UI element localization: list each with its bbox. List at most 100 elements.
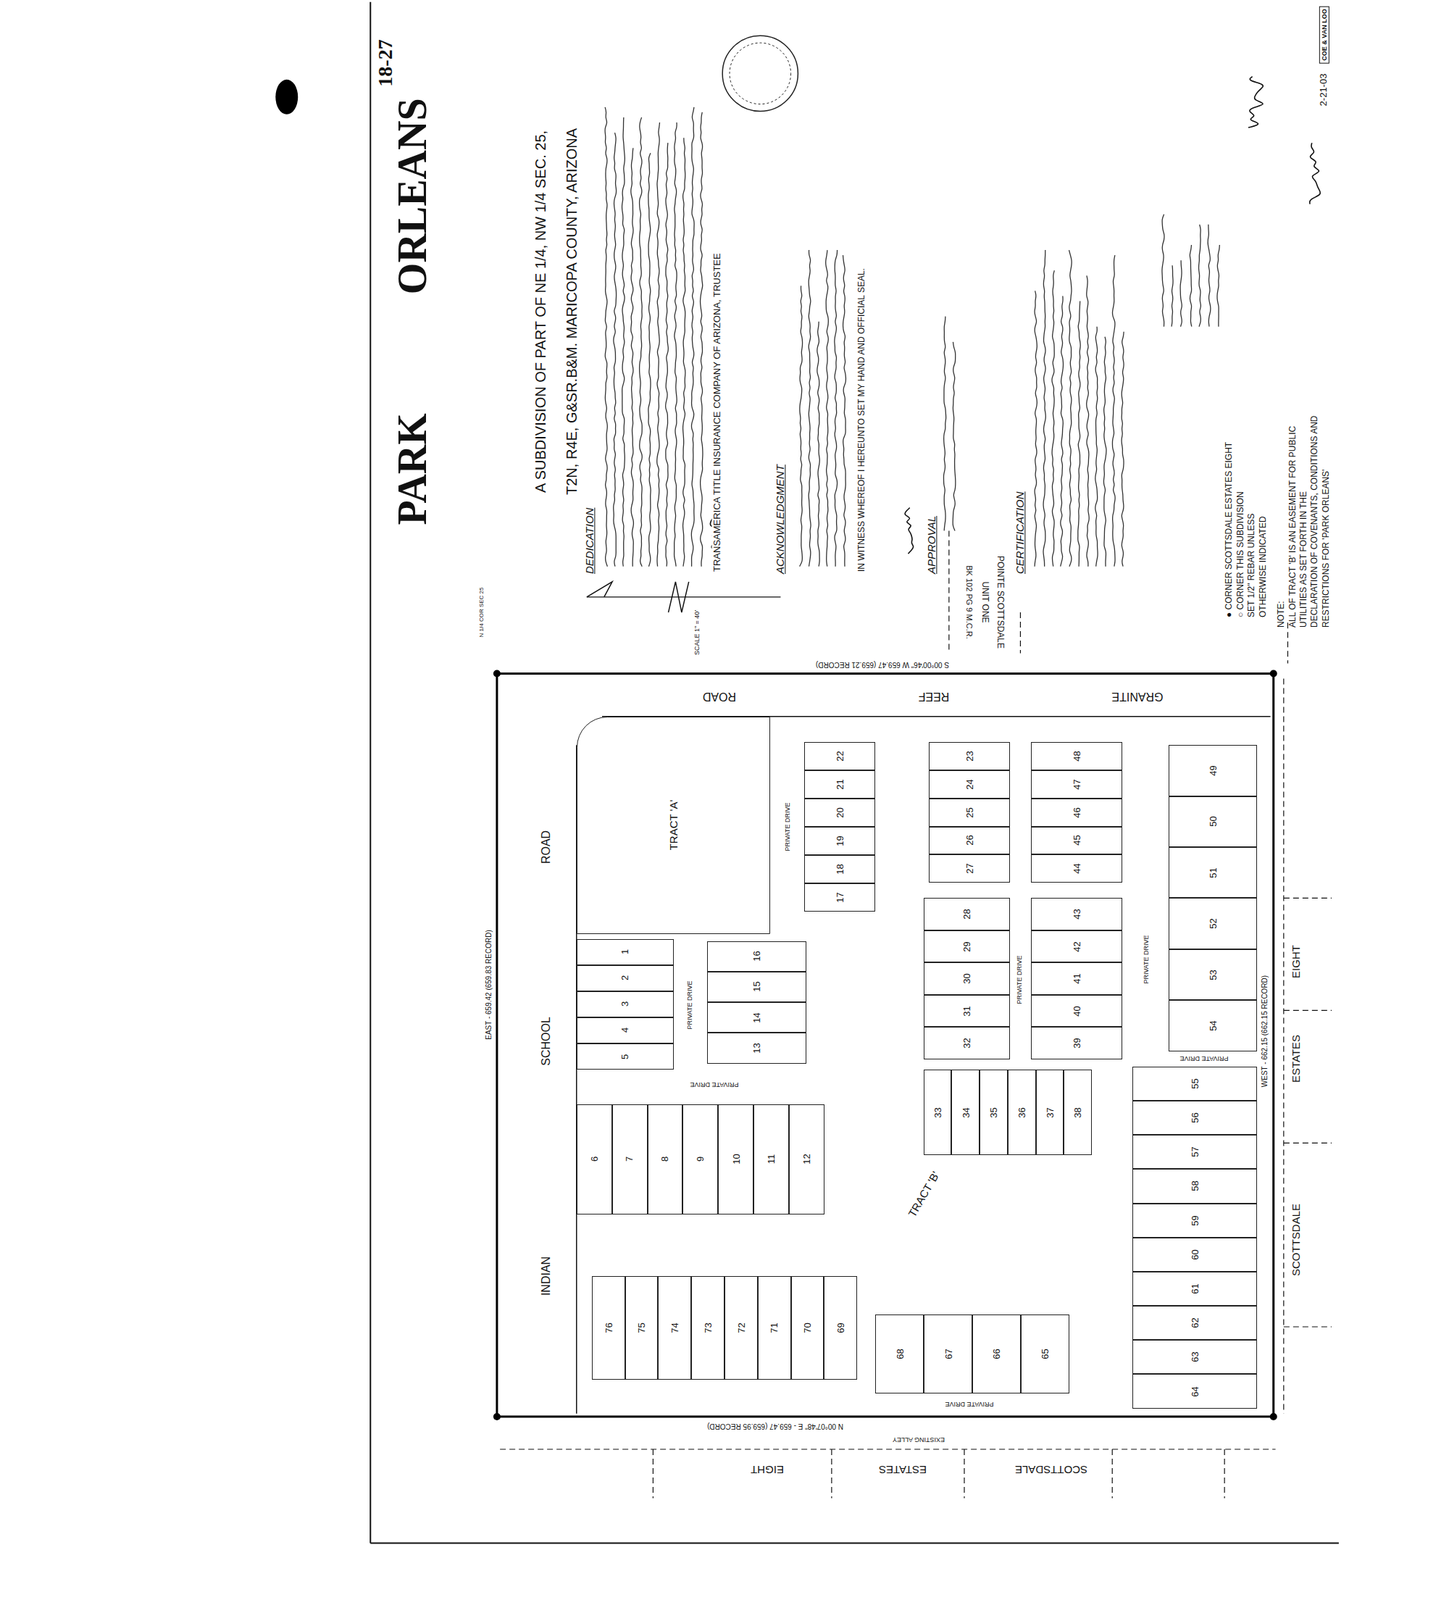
dedication-text-scribble (1217, 244, 1220, 327)
adjoining-lot-line (1283, 1009, 1332, 1011)
lot-parcel: 37 (1036, 1069, 1065, 1155)
plat-label: SCHOOL (539, 1016, 553, 1066)
plat-label: NOTE: (1276, 601, 1287, 629)
dedication-text-scribble (604, 107, 608, 567)
lot-parcel: 30 (923, 962, 1011, 995)
plat-label: ESTATES (1289, 1034, 1302, 1083)
lot-number: 40 (1070, 1005, 1082, 1016)
plat-label: T2N, R4E, G&SR.B&M. MARICOPA COUNTY, ARI… (562, 128, 580, 495)
lot-number: 67 (942, 1348, 954, 1359)
lot-number: 3 (619, 1001, 631, 1007)
lot-number: 5 (619, 1053, 631, 1059)
adjoining-lot-line (1224, 1449, 1226, 1499)
lot-number: 72 (735, 1322, 747, 1333)
plat-label: SET 1/2" REBAR UNLESS (1246, 513, 1258, 618)
lot-parcel: 26 (928, 826, 1011, 855)
lot-number: 22 (834, 750, 846, 761)
lot-number: 32 (961, 1037, 973, 1048)
adjoining-lot-line (652, 1449, 654, 1499)
dedication-text-scribble (1199, 224, 1202, 327)
lot-parcel: 70 (791, 1275, 825, 1381)
plat-label: OTHERWISE INDICATED (1258, 516, 1269, 618)
corner-monument (1270, 670, 1278, 678)
signature (904, 507, 914, 554)
lot-number: 25 (964, 807, 976, 818)
north-arrow-head (586, 581, 613, 597)
lot-parcel: 58 (1132, 1168, 1258, 1203)
lot-number: 48 (1070, 750, 1082, 761)
subdivision-boundary (497, 673, 1274, 1417)
plat-label: ● CORNER SCOTTSDALE ESTATES EIGHT (1224, 441, 1235, 618)
dedication-text-scribble (657, 122, 661, 567)
plat-label: EIGHT (750, 1463, 784, 1476)
plat-label: PRIVATE DRIVE (689, 1080, 739, 1089)
plat-label: GRANITE (1112, 688, 1164, 703)
plat-label: EXISTING ALLEY (892, 1435, 945, 1444)
lot-parcel: 54 (1168, 999, 1258, 1051)
lot-parcel: 2 (576, 965, 674, 992)
lot-number: 19 (834, 835, 846, 846)
plat-label: APPROVAL (925, 515, 938, 574)
dedication-text-scribble (665, 142, 669, 567)
lot-parcel: 65 (1020, 1314, 1070, 1393)
lot-number: 17 (834, 891, 846, 903)
lot-parcel: 21 (804, 770, 876, 799)
plat-label: TRACT 'B' (905, 1168, 942, 1219)
lot-number: 16 (751, 950, 763, 961)
plat-label: PRIVATE DRIVE (783, 802, 792, 851)
lot-number: 64 (1189, 1385, 1201, 1397)
lot-number: 15 (751, 981, 763, 992)
dedication-text-scribble (952, 341, 956, 532)
lot-number: 35 (988, 1107, 1000, 1118)
lot-parcel: 8 (647, 1104, 684, 1215)
lot-number: 50 (1207, 816, 1218, 827)
lot-parcel: 24 (928, 770, 1011, 799)
north-arrow-symbol (668, 581, 689, 613)
lot-number: 49 (1207, 765, 1218, 776)
lot-parcel: 72 (724, 1275, 758, 1381)
lot-number: 18 (834, 863, 846, 874)
lot-parcel: 20 (804, 798, 876, 827)
lot-parcel: 46 (1030, 798, 1123, 827)
dedication-text-scribble (639, 117, 643, 567)
dedication-text-scribble (1171, 265, 1173, 327)
lot-parcel: 10 (717, 1104, 754, 1215)
plat-label: ROAD (539, 830, 553, 864)
lot-parcel: 14 (707, 1001, 807, 1033)
adjoining-lot-line (948, 530, 950, 653)
plat-label: POINTE SCOTTSDALE (994, 555, 1005, 649)
lot-parcel: 28 (923, 897, 1011, 931)
lot-parcel: 69 (823, 1275, 858, 1381)
adjoining-lot-line (1283, 678, 1284, 1414)
dedication-text-scribble (1121, 331, 1124, 567)
lot-number: 21 (834, 778, 846, 789)
adjoining-lot-line (1287, 622, 1289, 663)
lot-number: 47 (1070, 778, 1082, 789)
dedication-text-scribble (1189, 244, 1192, 327)
dedication-text-scribble (1095, 326, 1098, 567)
plat-label: SCOTTSDALE (1015, 1463, 1088, 1476)
lot-parcel: 17 (804, 883, 876, 912)
lot-parcel: 76 (591, 1275, 626, 1381)
lot-number: 75 (636, 1322, 647, 1333)
plat-label: 2-21-03 (1317, 73, 1329, 107)
lot-number: 71 (768, 1322, 780, 1333)
lot-parcel: 12 (788, 1104, 825, 1215)
lot-parcel: 18 (804, 854, 876, 884)
sheet-border (369, 2, 371, 1544)
plat-label: PRIVATE DRIVE (1015, 955, 1023, 1005)
dedication-text-scribble (808, 249, 811, 567)
lot-number: 27 (964, 863, 976, 874)
lot-number: 14 (751, 1012, 763, 1023)
lot-number: 10 (730, 1154, 742, 1165)
plat-label: ROAD (702, 688, 737, 703)
dedication-text-scribble (613, 132, 617, 567)
lot-parcel: 5 (576, 1043, 674, 1070)
adjoining-lot-line (1283, 1142, 1332, 1144)
plat-label: COE & VAN LOO (1319, 5, 1330, 64)
dedication-text-scribble (1043, 249, 1046, 567)
north-arrow-shaft (586, 596, 782, 597)
lot-parcel: 66 (972, 1314, 1021, 1393)
plat-label: PRIVATE DRIVE (1142, 934, 1150, 984)
plat-label: N 00°07'48" E - 659.47 (659.95 RECORD) (707, 1421, 844, 1431)
